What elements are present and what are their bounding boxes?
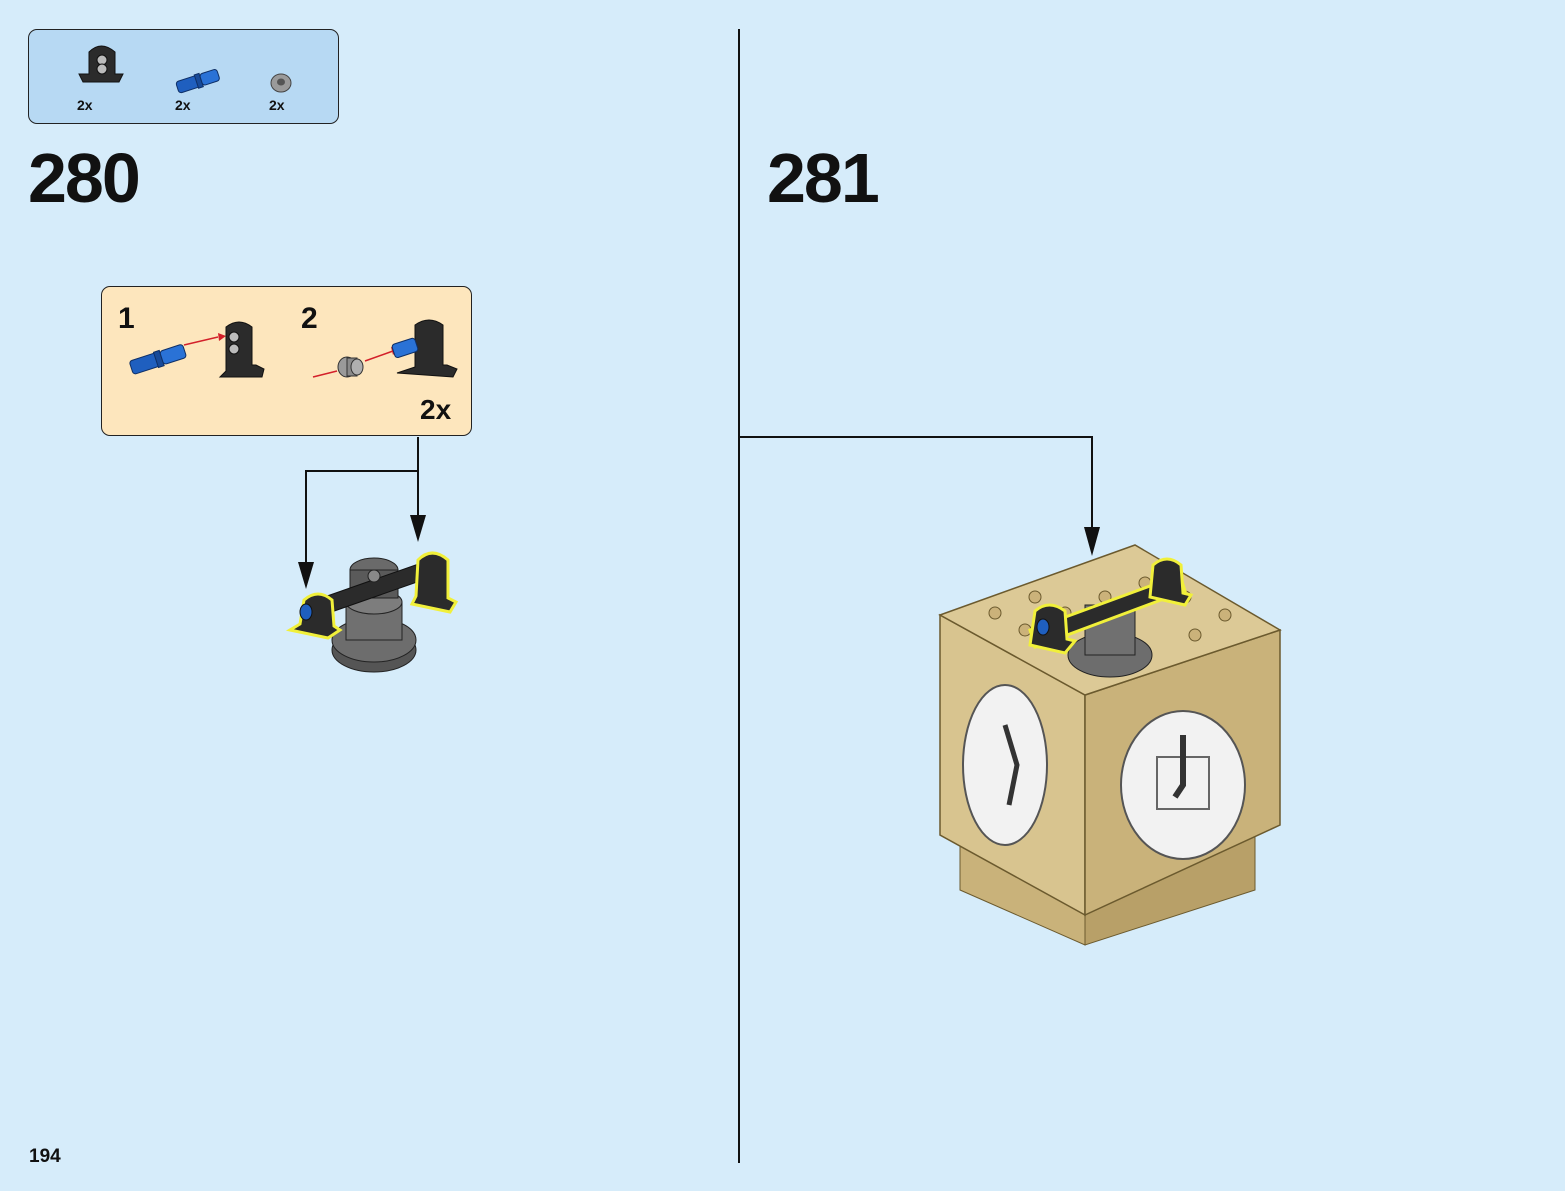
technic-pin-blue-icon	[129, 344, 187, 375]
clock-tower-model	[938, 544, 1282, 946]
substep-2-label: 2	[301, 302, 318, 335]
subassembly-multiplier: 2x	[420, 394, 452, 425]
insert-arrow	[183, 336, 219, 346]
part-qty-1: 2x	[77, 97, 93, 113]
bush-gray-icon	[337, 356, 364, 378]
step-number-280: 280	[28, 139, 141, 217]
subassembly-box: 1 2 2x	[101, 286, 472, 436]
substep-2-diagram	[312, 319, 458, 378]
page-number: 194	[29, 1146, 61, 1167]
page-divider	[738, 29, 740, 1163]
clock-face-right	[1120, 710, 1246, 860]
step-number-281: 281	[767, 139, 880, 217]
part-qty-3: 2x	[269, 97, 285, 113]
technic-pin-blue-icon	[175, 69, 220, 94]
part-qty-2: 2x	[175, 97, 191, 113]
bell-assembly-model	[285, 551, 459, 673]
axle-holder-right	[409, 551, 459, 614]
technic-axle-holder-black-icon	[218, 321, 265, 378]
clock-face-left	[962, 684, 1048, 846]
substep-1-label: 1	[118, 302, 135, 335]
axle-holder-left	[285, 592, 343, 640]
technic-axle-holder-with-pin-icon	[391, 319, 458, 378]
bell-assembly-installed	[1028, 557, 1194, 678]
parts-list-box: 2x 2x 2x	[28, 29, 339, 124]
technic-axle-holder-black-icon	[78, 45, 124, 83]
substep-1-diagram	[129, 321, 265, 378]
bush-gray-icon	[270, 73, 292, 93]
insert-arrow	[312, 370, 338, 378]
